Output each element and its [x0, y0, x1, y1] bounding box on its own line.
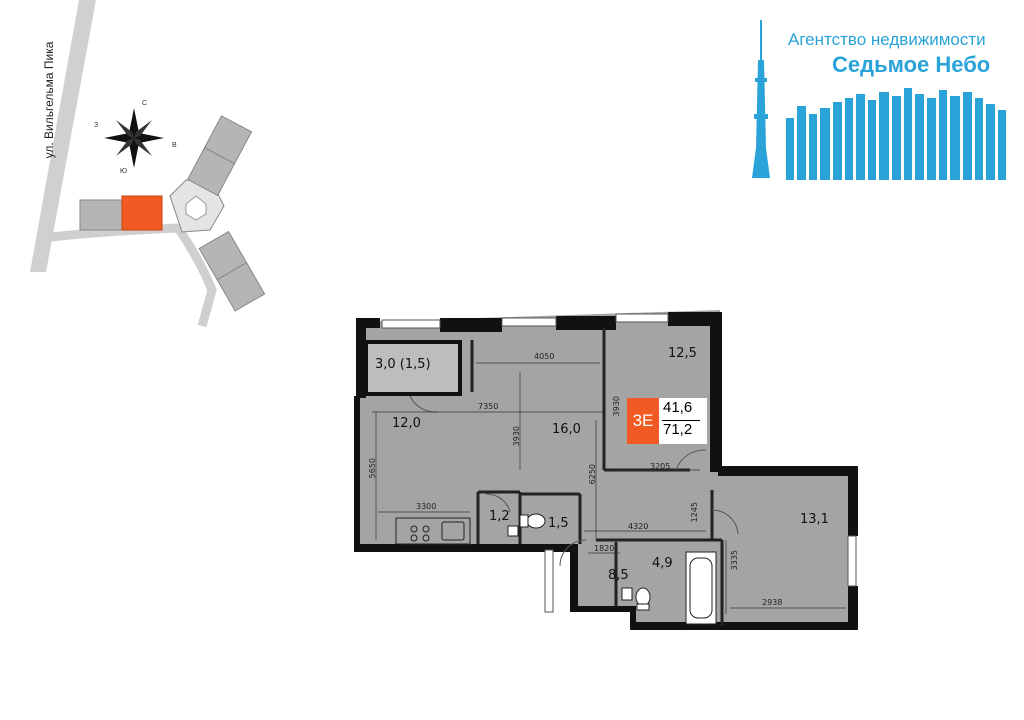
room-area-room-a: 12,0	[392, 416, 421, 431]
dim-label: 5650	[368, 458, 377, 479]
building-block	[186, 146, 236, 197]
outer-walls	[354, 312, 858, 630]
room-area-storage: 3,0 (1,5)	[375, 357, 431, 372]
dim-label: 6250	[588, 464, 597, 485]
toilet-icon	[507, 513, 651, 611]
skyline-icon	[786, 88, 1006, 180]
site-plan	[30, 0, 266, 328]
compass-south-label: Ю	[120, 168, 128, 175]
agency-subtitle: Агентство недвижимости	[788, 30, 986, 49]
dim-label: 4050	[534, 352, 555, 361]
dim-label: 7350	[478, 402, 499, 411]
room-area-bath: 4,9	[652, 556, 673, 571]
street-strip	[30, 0, 96, 272]
dim-label: 3930	[512, 426, 521, 447]
building-block	[216, 262, 266, 312]
building-core-inner	[185, 195, 207, 221]
windows	[381, 313, 857, 613]
dim-label: 3930	[612, 396, 621, 417]
room-area-room-b: 16,0	[552, 422, 581, 437]
kitchen-counter	[395, 517, 471, 545]
total-area: 71,2	[663, 421, 693, 438]
compass-east-label: В	[172, 142, 177, 149]
compass-icon	[104, 108, 164, 168]
room-area-bath-small: 1,5	[548, 516, 569, 531]
agency-logo	[752, 20, 1006, 180]
apartment-tag: 3Е 41,6 71,2	[627, 398, 707, 444]
agency-name: Седьмое Небо	[832, 52, 991, 77]
room-area-bedroom: 13,1	[800, 512, 829, 527]
dimension-lines	[372, 362, 846, 614]
room-area-wc: 1,2	[489, 509, 510, 524]
room-area-hall: 8,5	[608, 568, 629, 583]
bathtub-icon	[685, 551, 717, 625]
dim-label: 1820	[594, 544, 615, 553]
building-highlighted	[121, 195, 163, 231]
site-path	[43, 223, 217, 328]
dim-label: 2938	[762, 598, 783, 607]
dim-label: 4320	[628, 522, 649, 531]
dim-label: 3205	[650, 462, 671, 471]
dim-label: 3335	[730, 550, 739, 571]
tower-icon	[752, 20, 770, 178]
storage-room	[364, 340, 462, 396]
compass-west-label: З	[94, 122, 99, 129]
dim-label: 3300	[416, 502, 437, 511]
living-area: 41,6	[663, 399, 693, 416]
dim-label: 1245	[690, 502, 699, 523]
tag-separator	[662, 420, 700, 421]
room-area-room-c: 12,5	[668, 346, 697, 361]
apartment-code: 3Е	[627, 398, 659, 444]
compass-north-label: С	[142, 100, 148, 107]
